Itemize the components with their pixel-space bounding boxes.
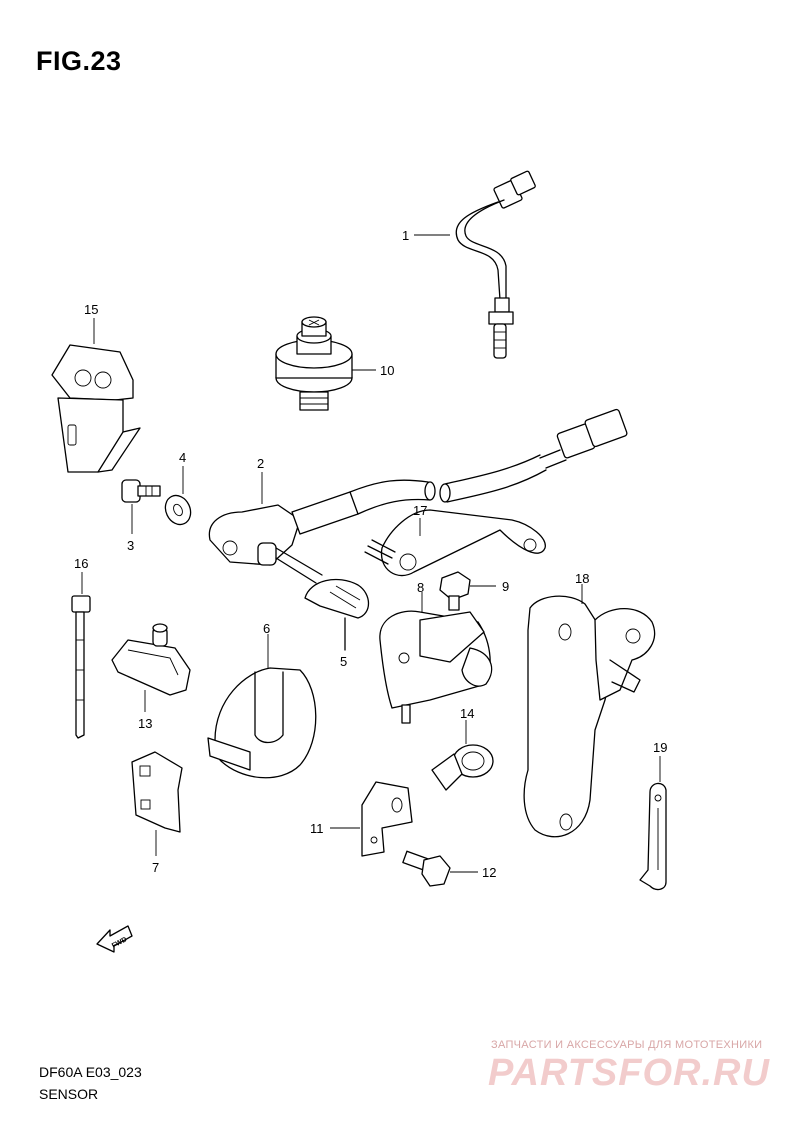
part-16-cable-tie[interactable] xyxy=(71,595,91,739)
callout-4: 4 xyxy=(179,450,186,465)
part-12-bolt[interactable] xyxy=(402,850,451,887)
callout-1: 1 xyxy=(402,228,409,243)
figure-name: SENSOR xyxy=(39,1086,99,1102)
callout-15: 15 xyxy=(84,302,98,317)
callout-5: 5 xyxy=(340,654,347,669)
part-10-pressure-switch[interactable] xyxy=(275,316,353,411)
part-5-sensor-cap[interactable] xyxy=(304,578,370,651)
callout-8: 8 xyxy=(417,580,424,595)
callout-16: 16 xyxy=(74,556,88,571)
callout-13: 13 xyxy=(138,716,152,731)
callout-14: 14 xyxy=(460,706,474,721)
part-11-bracket[interactable] xyxy=(361,781,413,857)
watermark-logo: PARTSFOR.RU xyxy=(488,1052,770,1094)
callout-18: 18 xyxy=(575,571,589,586)
callout-12: 12 xyxy=(482,865,496,880)
part-8-sensor-bracket[interactable] xyxy=(379,610,493,724)
part-9-bolt[interactable] xyxy=(439,571,471,611)
callout-17: 17 xyxy=(413,503,427,518)
part-1-temperature-sensor[interactable] xyxy=(455,170,536,359)
callout-11: 11 xyxy=(310,821,324,836)
part-15-bracket[interactable] xyxy=(51,344,141,473)
callout-6: 6 xyxy=(263,621,270,636)
part-2-sensor-harness[interactable] xyxy=(208,408,628,584)
part-13-clip[interactable] xyxy=(111,623,191,696)
part-7-plate[interactable] xyxy=(131,751,183,833)
callout-9: 9 xyxy=(502,579,509,594)
part-18-mounting-plate[interactable] xyxy=(523,595,656,838)
callout-10: 10 xyxy=(380,363,394,378)
part-6-cover[interactable] xyxy=(207,667,317,779)
watermark-tagline: ЗАПЧАСТИ И АКСЕССУАРЫ ДЛЯ МОТОТЕХНИКИ xyxy=(491,1039,763,1051)
callout-7: 7 xyxy=(152,860,159,875)
callout-2: 2 xyxy=(257,456,264,471)
fwd-arrow-icon: FWD xyxy=(96,925,133,953)
callout-19: 19 xyxy=(653,740,667,755)
part-19-strap[interactable] xyxy=(639,782,667,891)
part-17-sensor-arm[interactable] xyxy=(364,509,546,577)
figure-title: FIG.23 xyxy=(36,46,122,76)
part-3-bolt[interactable] xyxy=(121,479,161,503)
part-14-clamp[interactable] xyxy=(431,744,494,791)
callout-3: 3 xyxy=(127,538,134,553)
figure-code: DF60A E03_023 xyxy=(39,1064,142,1080)
part-4-washer[interactable] xyxy=(161,491,195,528)
